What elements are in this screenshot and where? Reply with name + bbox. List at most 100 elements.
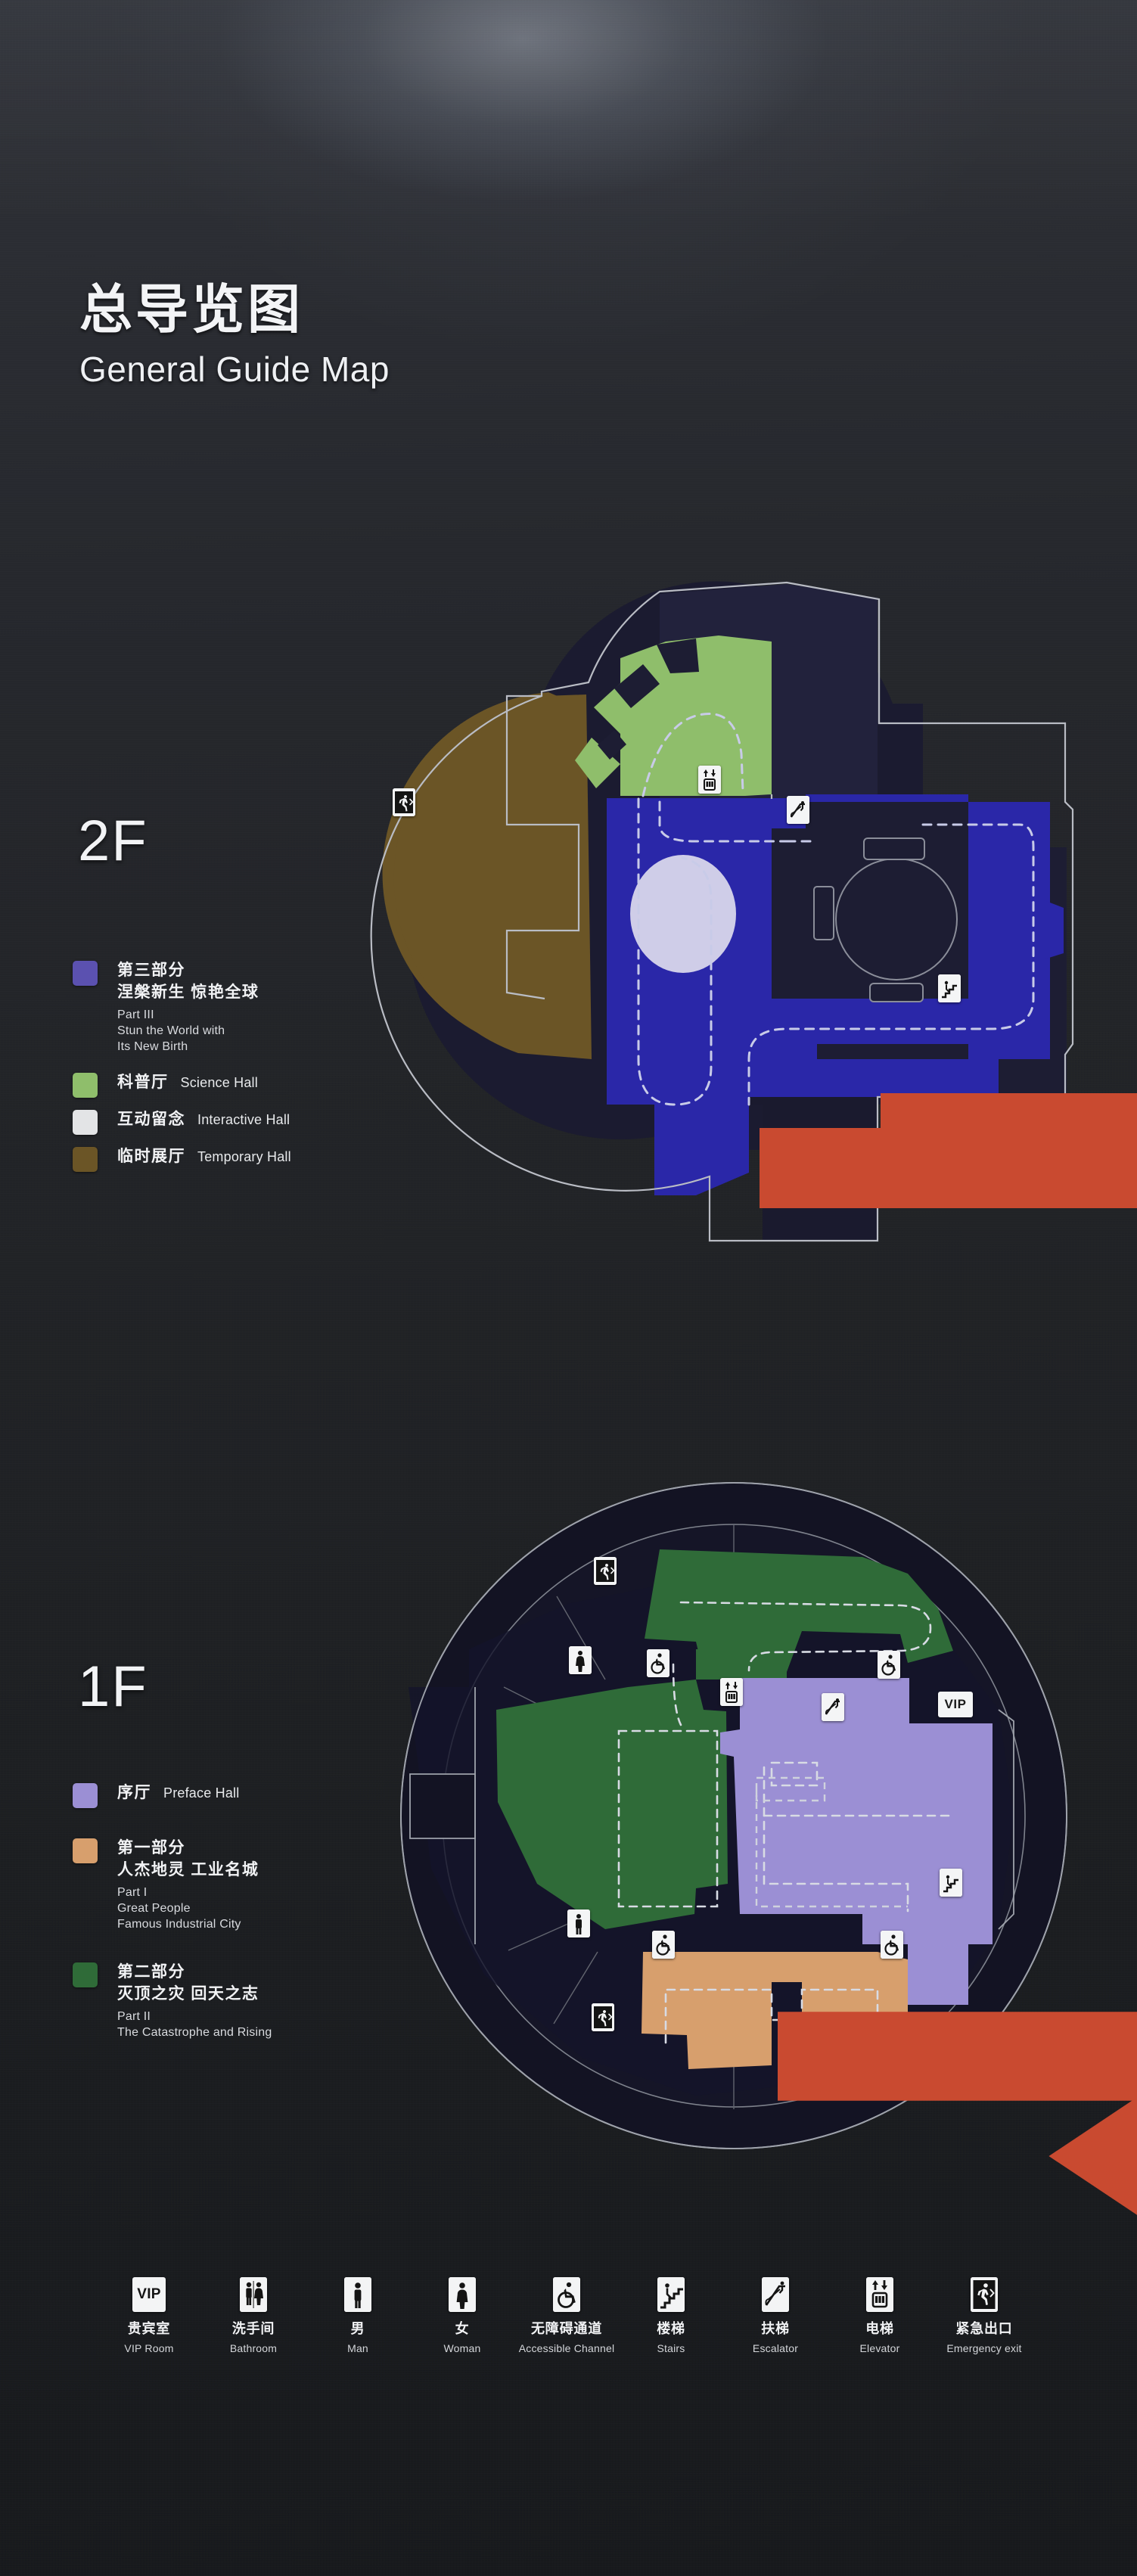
marker-emergency-exit-1f-top[interactable] <box>594 1557 617 1585</box>
page-title: 总导览图 General Guide Map <box>79 278 390 390</box>
legend-cn-title: 第二部分 <box>117 1963 185 1981</box>
accessible-icon <box>553 2277 580 2312</box>
marker-escalator-1f[interactable] <box>822 1693 844 1721</box>
legend-swatch-science-hall <box>73 1073 98 1098</box>
stairs-icon <box>657 2277 685 2312</box>
woman-icon <box>449 2277 476 2312</box>
legend-item-temporary-hall[interactable]: 临时展厅 Temporary Hall <box>73 1145 398 1172</box>
marker-accessible-1f-c[interactable] <box>652 1931 675 1959</box>
legend-en-line-2: Great People <box>117 1902 191 1915</box>
icon-label-cn: 紧急出口 <box>955 2321 1013 2336</box>
area-interactive-hall[interactable] <box>630 855 736 973</box>
icon-legend-item-accessible[interactable]: 无障碍通道 Accessible Channel <box>514 2277 619 2355</box>
floor-label-2f: 2F <box>78 809 148 873</box>
legend-cn-title: 第一部分 <box>117 1839 185 1857</box>
legend-cn-subtitle: 人杰地灵 工业名城 <box>117 1861 259 1878</box>
icon-label-en: Elevator <box>859 2342 900 2354</box>
legend-en-line-1: Part III <box>117 1008 154 1021</box>
bathroom-icon <box>240 2277 267 2312</box>
legend-en-label: Science Hall <box>180 1075 258 1090</box>
emergency-exit-icon <box>971 2277 998 2312</box>
icon-legend-item-vip[interactable]: VIP 贵宾室 VIP Room <box>97 2277 201 2355</box>
icon-legend-item-escalator[interactable]: 扶梯 Escalator <box>723 2277 828 2355</box>
legend-en-label: Interactive Hall <box>197 1112 290 1127</box>
legend-en-line-1: Part II <box>117 2010 151 2023</box>
icon-label-en: Man <box>347 2342 368 2354</box>
legend-en-label: Preface Hall <box>163 1785 240 1801</box>
marker-stairs-2f[interactable] <box>938 974 961 1002</box>
icon-legend-item-emergency-exit[interactable]: 紧急出口 Emergency exit <box>932 2277 1036 2355</box>
legend-en-line-3: Its New Birth <box>117 1040 188 1053</box>
legend-cn-title: 第三部分 <box>117 962 185 979</box>
floor-plan-1f[interactable]: VIP <box>378 1460 1137 2215</box>
marker-man-1f[interactable] <box>567 1909 590 1937</box>
legend-cn-subtitle: 涅槃新生 惊艳全球 <box>117 983 259 1001</box>
icon-legend-item-stairs[interactable]: 楼梯 Stairs <box>619 2277 723 2355</box>
icon-label-cn: 男 <box>350 2321 365 2336</box>
route-preface <box>755 1776 908 1908</box>
legend-cn-title: 临时展厅 <box>117 1148 185 1165</box>
icon-label-cn: 无障碍通道 <box>531 2321 602 2336</box>
icon-label-en: Escalator <box>752 2342 799 2354</box>
direction-arrow-1f-b <box>1048 2097 1137 2215</box>
vip-icon: VIP <box>132 2277 166 2312</box>
legend-cn-title: 科普厅 <box>117 1074 169 1091</box>
marker-elevator-2f[interactable] <box>698 766 721 794</box>
marker-accessible-1f-b[interactable] <box>878 1651 900 1679</box>
legend-cn-title: 序厅 <box>117 1784 151 1801</box>
icon-label-cn: 贵宾室 <box>127 2321 171 2336</box>
icon-legend-item-woman[interactable]: 女 Woman <box>410 2277 514 2355</box>
legend-item-interactive-hall[interactable]: 互动留念 Interactive Hall <box>73 1108 398 1135</box>
escalator-icon <box>762 2277 789 2312</box>
legend-swatch-part-two <box>73 1962 98 1987</box>
icon-label-cn: 女 <box>455 2321 470 2336</box>
marker-accessible-1f-d[interactable] <box>881 1931 903 1959</box>
legend-item-preface-hall[interactable]: 序厅 Preface Hall <box>73 1782 398 1808</box>
icon-label-cn: 电梯 <box>865 2321 894 2336</box>
legend-en-line-1: Part I <box>117 1886 148 1899</box>
marker-elevator-1f[interactable] <box>720 1678 743 1706</box>
floor-plan-2f[interactable] <box>370 575 1137 1301</box>
marker-stairs-1f[interactable] <box>940 1869 962 1897</box>
marker-emergency-exit-2f[interactable] <box>393 788 415 816</box>
legend-swatch-part-one <box>73 1838 98 1863</box>
marker-accessible-1f-a[interactable] <box>647 1649 669 1677</box>
area-science-hall[interactable] <box>575 635 772 796</box>
icon-label-en: Emergency exit <box>946 2342 1022 2354</box>
legend-swatch-temporary-hall <box>73 1147 98 1172</box>
icon-label-cn: 洗手间 <box>231 2321 275 2336</box>
legend-cn-title: 互动留念 <box>117 1111 185 1128</box>
icon-legend-item-elevator[interactable]: 电梯 Elevator <box>828 2277 932 2355</box>
icon-label-en: Woman <box>443 2342 481 2354</box>
legend-en-line-2: Stun the World with <box>117 1024 225 1037</box>
legend-1f: 序厅 Preface Hall 第一部分 人杰地灵 工业名城 Part I Gr… <box>73 1782 398 2040</box>
marker-woman-1f[interactable] <box>569 1646 592 1674</box>
building-outline-1f <box>400 1482 1067 2149</box>
legend-en-line-2: The Catastrophe and Rising <box>117 2026 272 2039</box>
legend-item-science-hall[interactable]: 科普厅 Science Hall <box>73 1071 398 1098</box>
legend-cn-subtitle: 灭顶之灾 回天之志 <box>117 1985 259 2003</box>
marker-vip-1f[interactable]: VIP <box>938 1692 973 1717</box>
icon-label-cn: 扶梯 <box>761 2321 790 2336</box>
icon-legend-item-man[interactable]: 男 Man <box>306 2277 410 2355</box>
icon-label-en: Stairs <box>657 2342 685 2354</box>
legend-item-part-three[interactable]: 第三部分 涅槃新生 惊艳全球 Part III Stun the World w… <box>73 959 398 1055</box>
legend-en-line-3: Famous Industrial City <box>117 1918 241 1931</box>
area-part-two[interactable] <box>496 1549 953 1929</box>
title-chinese: 总导览图 <box>79 280 303 339</box>
legend-swatch-interactive-hall <box>73 1110 98 1135</box>
central-exhibit-2f <box>813 837 958 1002</box>
legend-item-part-one[interactable]: 第一部分 人杰地灵 工业名城 Part I Great People Famou… <box>73 1837 398 1932</box>
area-temporary-hall-b[interactable] <box>393 694 592 1059</box>
legend-item-part-two[interactable]: 第二部分 灭顶之灾 回天之志 Part II The Catastrophe a… <box>73 1961 398 2040</box>
marker-emergency-exit-1f-bottom[interactable] <box>592 2003 614 2031</box>
icon-label-cn: 楼梯 <box>657 2321 685 2336</box>
legend-2f: 第三部分 涅槃新生 惊艳全球 Part III Stun the World w… <box>73 959 398 1172</box>
icon-legend-item-bathroom[interactable]: 洗手间 Bathroom <box>201 2277 306 2355</box>
direction-arrow-1f-a <box>778 2012 1137 2101</box>
man-icon <box>344 2277 371 2312</box>
marker-escalator-2f[interactable] <box>787 796 809 824</box>
icon-label-en: VIP Room <box>124 2342 174 2354</box>
legend-swatch-part-three <box>73 961 98 986</box>
